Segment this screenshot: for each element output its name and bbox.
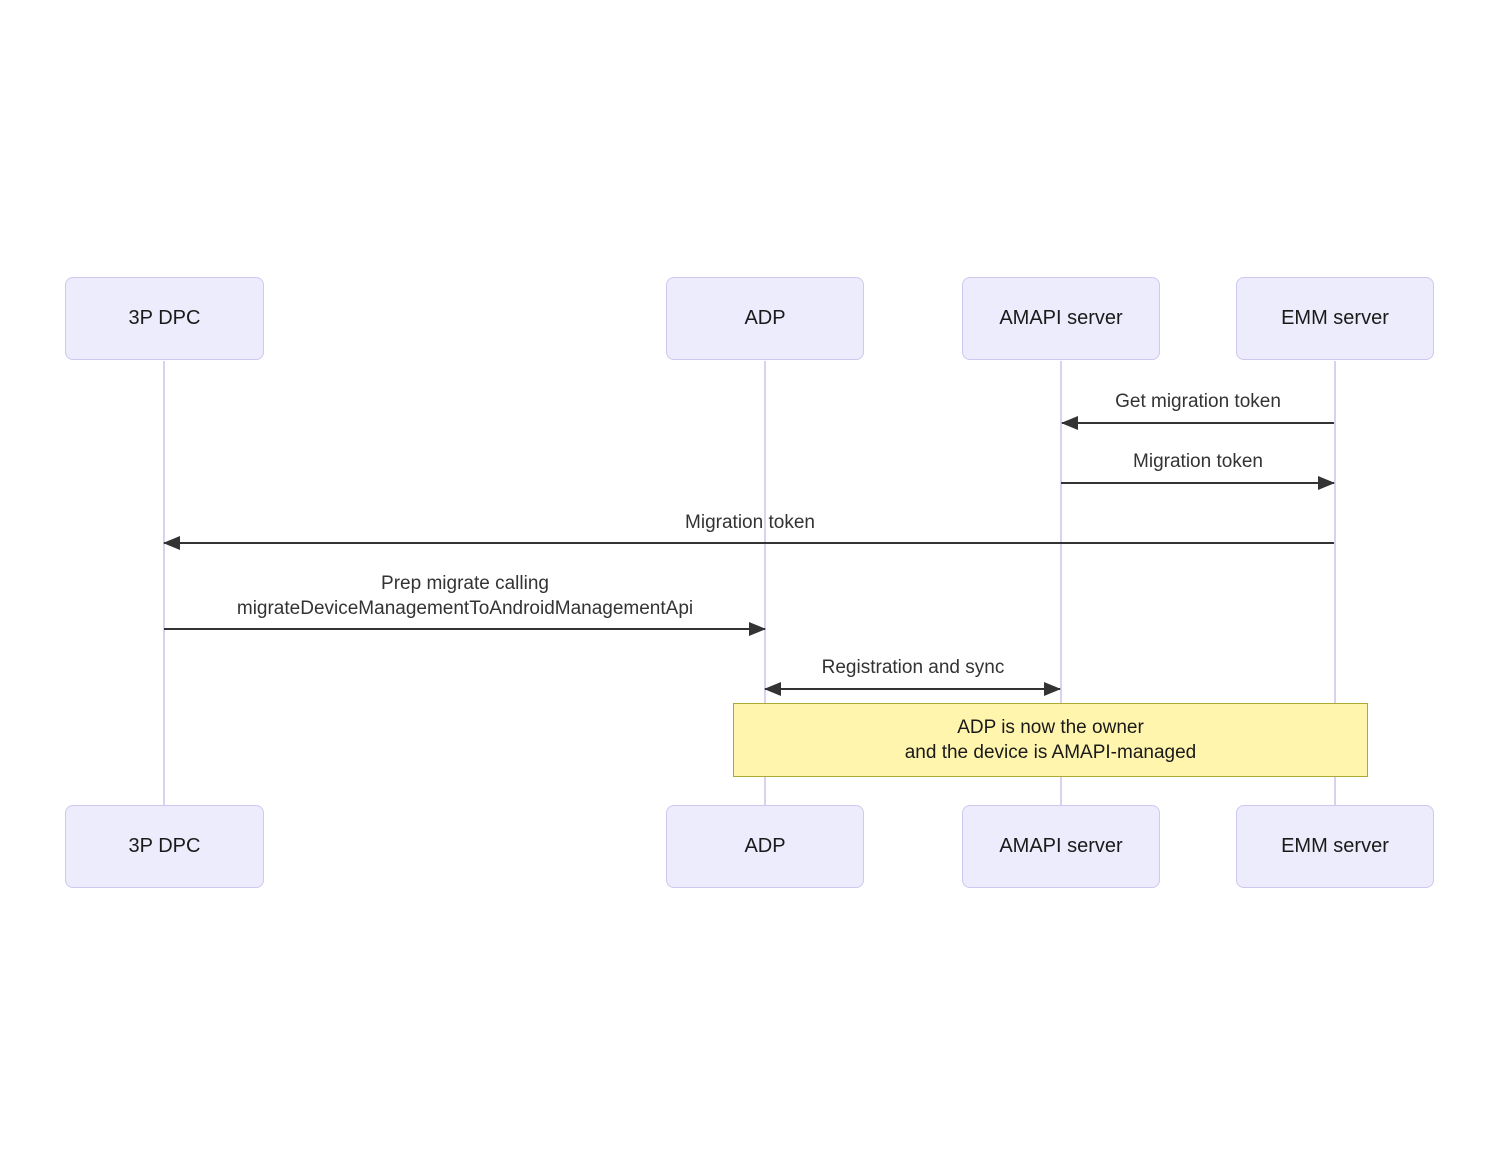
message-arrow-get-migration-token [1062,422,1334,424]
actor-label: 3P DPC [128,307,201,329]
actor-label: ADP [744,307,786,329]
message-label-migration-token-to-dpc: Migration token [685,512,815,533]
note-line: ADP is now the owner [957,717,1144,738]
actor-3p-dpc-top: 3P DPC [65,277,264,360]
note-line: and the device is AMAPI-managed [904,742,1197,763]
actor-emm-server-top: EMM server [1236,277,1434,360]
lifeline-3p-dpc [163,361,165,805]
actor-3p-dpc-bottom: 3P DPC [65,805,264,888]
message-arrow-migration-token [1061,482,1334,484]
actor-label: 3P DPC [128,835,201,857]
message-label-registration-and-sync: Registration and sync [821,657,1005,678]
lifeline-emm-server [1334,361,1336,805]
actor-adp-top: ADP [666,277,864,360]
actor-amapi-server-top: AMAPI server [962,277,1160,360]
actor-label: EMM server [1281,835,1389,857]
message-arrow-prep-migrate [164,628,765,630]
message-label-get-migration-token: Get migration token [1115,391,1281,412]
message-arrow-registration-and-sync [765,688,1060,690]
message-label-migration-token: Migration token [1133,451,1263,472]
note-adp-owner: ADP is now the owner and the device is A… [733,703,1368,777]
actor-label: ADP [744,835,786,857]
lifeline-amapi-server [1060,361,1062,805]
actor-label: AMAPI server [999,835,1123,857]
actor-amapi-server-bottom: AMAPI server [962,805,1160,888]
actor-label: EMM server [1281,307,1389,329]
message-label-prep-migrate: Prep migrate calling migrateDeviceManage… [237,571,693,621]
actor-label: AMAPI server [999,307,1123,329]
actor-emm-server-bottom: EMM server [1236,805,1434,888]
actor-adp-bottom: ADP [666,805,864,888]
message-label-line: migrateDeviceManagementToAndroidManageme… [236,598,694,619]
message-label-line: Prep migrate calling [381,573,549,594]
message-arrow-migration-token-to-dpc [164,542,1334,544]
lifeline-adp [764,361,766,805]
